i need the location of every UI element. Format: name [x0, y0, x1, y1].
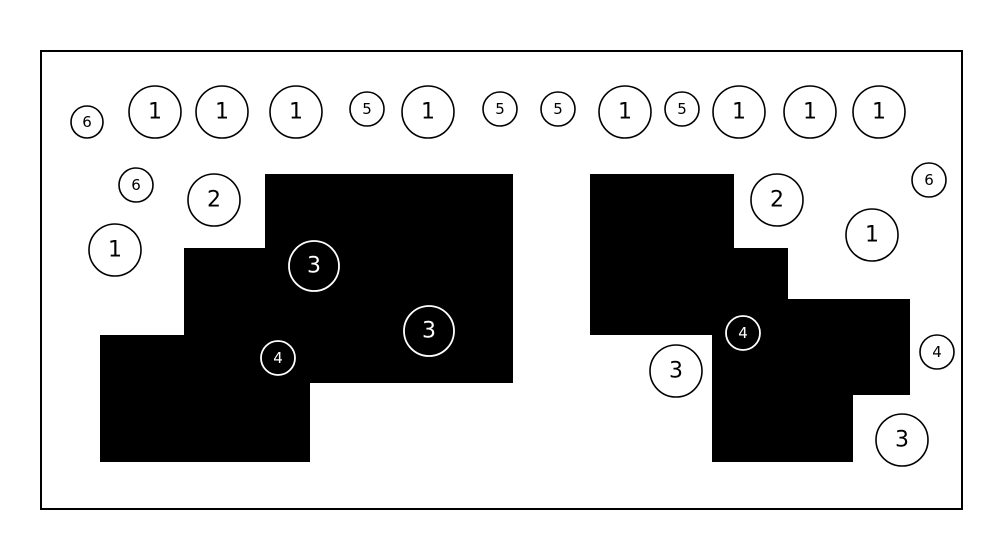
- marker-label: 6: [924, 171, 934, 189]
- marker: 1: [195, 85, 249, 139]
- marker: 1: [845, 208, 899, 262]
- marker-label: 4: [738, 324, 748, 342]
- marker-label: 1: [732, 100, 746, 125]
- marker-label: 1: [865, 223, 879, 248]
- marker-label: 1: [215, 100, 229, 125]
- marker: 1: [128, 85, 182, 139]
- left-block-markers: 3 3 4: [260, 240, 455, 376]
- marker: 3: [403, 305, 455, 357]
- marker: 5: [540, 91, 576, 127]
- marker: 4: [919, 334, 955, 370]
- marker: 5: [482, 91, 518, 127]
- marker-label: 2: [770, 188, 784, 213]
- marker: 1: [783, 85, 837, 139]
- marker: 2: [187, 173, 241, 227]
- marker-label: 1: [289, 100, 303, 125]
- marker-label: 3: [669, 359, 683, 384]
- marker: 4: [725, 315, 761, 351]
- marker-label: 6: [82, 113, 92, 131]
- marker-label: 5: [553, 100, 563, 118]
- marker-label: 2: [207, 188, 221, 213]
- right-side-markers: 2 6 1 3 4 3: [649, 162, 955, 467]
- marker-label: 6: [131, 176, 141, 194]
- marker: 1: [598, 85, 652, 139]
- marker-label: 3: [895, 428, 909, 453]
- marker: 6: [70, 105, 104, 139]
- marker-label: 1: [421, 100, 435, 125]
- marker: 1: [269, 85, 323, 139]
- marker-label: 4: [273, 349, 283, 367]
- left-side-markers: 6 2 1: [88, 167, 241, 277]
- marker: 5: [349, 91, 385, 127]
- diagram-frame: [40, 50, 963, 510]
- marker-label: 3: [307, 254, 321, 279]
- marker: 4: [260, 340, 296, 376]
- marker-label: 5: [362, 100, 372, 118]
- marker: 6: [118, 167, 154, 203]
- top-row-markers: 6 1 1 1 5 1 5 5: [70, 85, 906, 139]
- marker: 6: [911, 162, 947, 198]
- marker-label: 3: [422, 319, 436, 344]
- marker: 1: [712, 85, 766, 139]
- marker: 1: [852, 85, 906, 139]
- marker-label: 5: [677, 100, 687, 118]
- marker: 3: [649, 344, 703, 398]
- marker-label: 1: [872, 100, 886, 125]
- marker: 1: [401, 85, 455, 139]
- marker: 3: [288, 240, 340, 292]
- marker: 1: [88, 223, 142, 277]
- marker-label: 5: [495, 100, 505, 118]
- marker: 3: [875, 413, 929, 467]
- marker-label: 1: [618, 100, 632, 125]
- marker: 2: [750, 173, 804, 227]
- marker-label: 1: [148, 100, 162, 125]
- marker: 5: [664, 91, 700, 127]
- right-block-markers: 4: [725, 315, 761, 351]
- left-black-block: [100, 174, 513, 462]
- marker-label: 1: [108, 238, 122, 263]
- marker-label: 4: [932, 343, 942, 361]
- marker-label: 1: [803, 100, 817, 125]
